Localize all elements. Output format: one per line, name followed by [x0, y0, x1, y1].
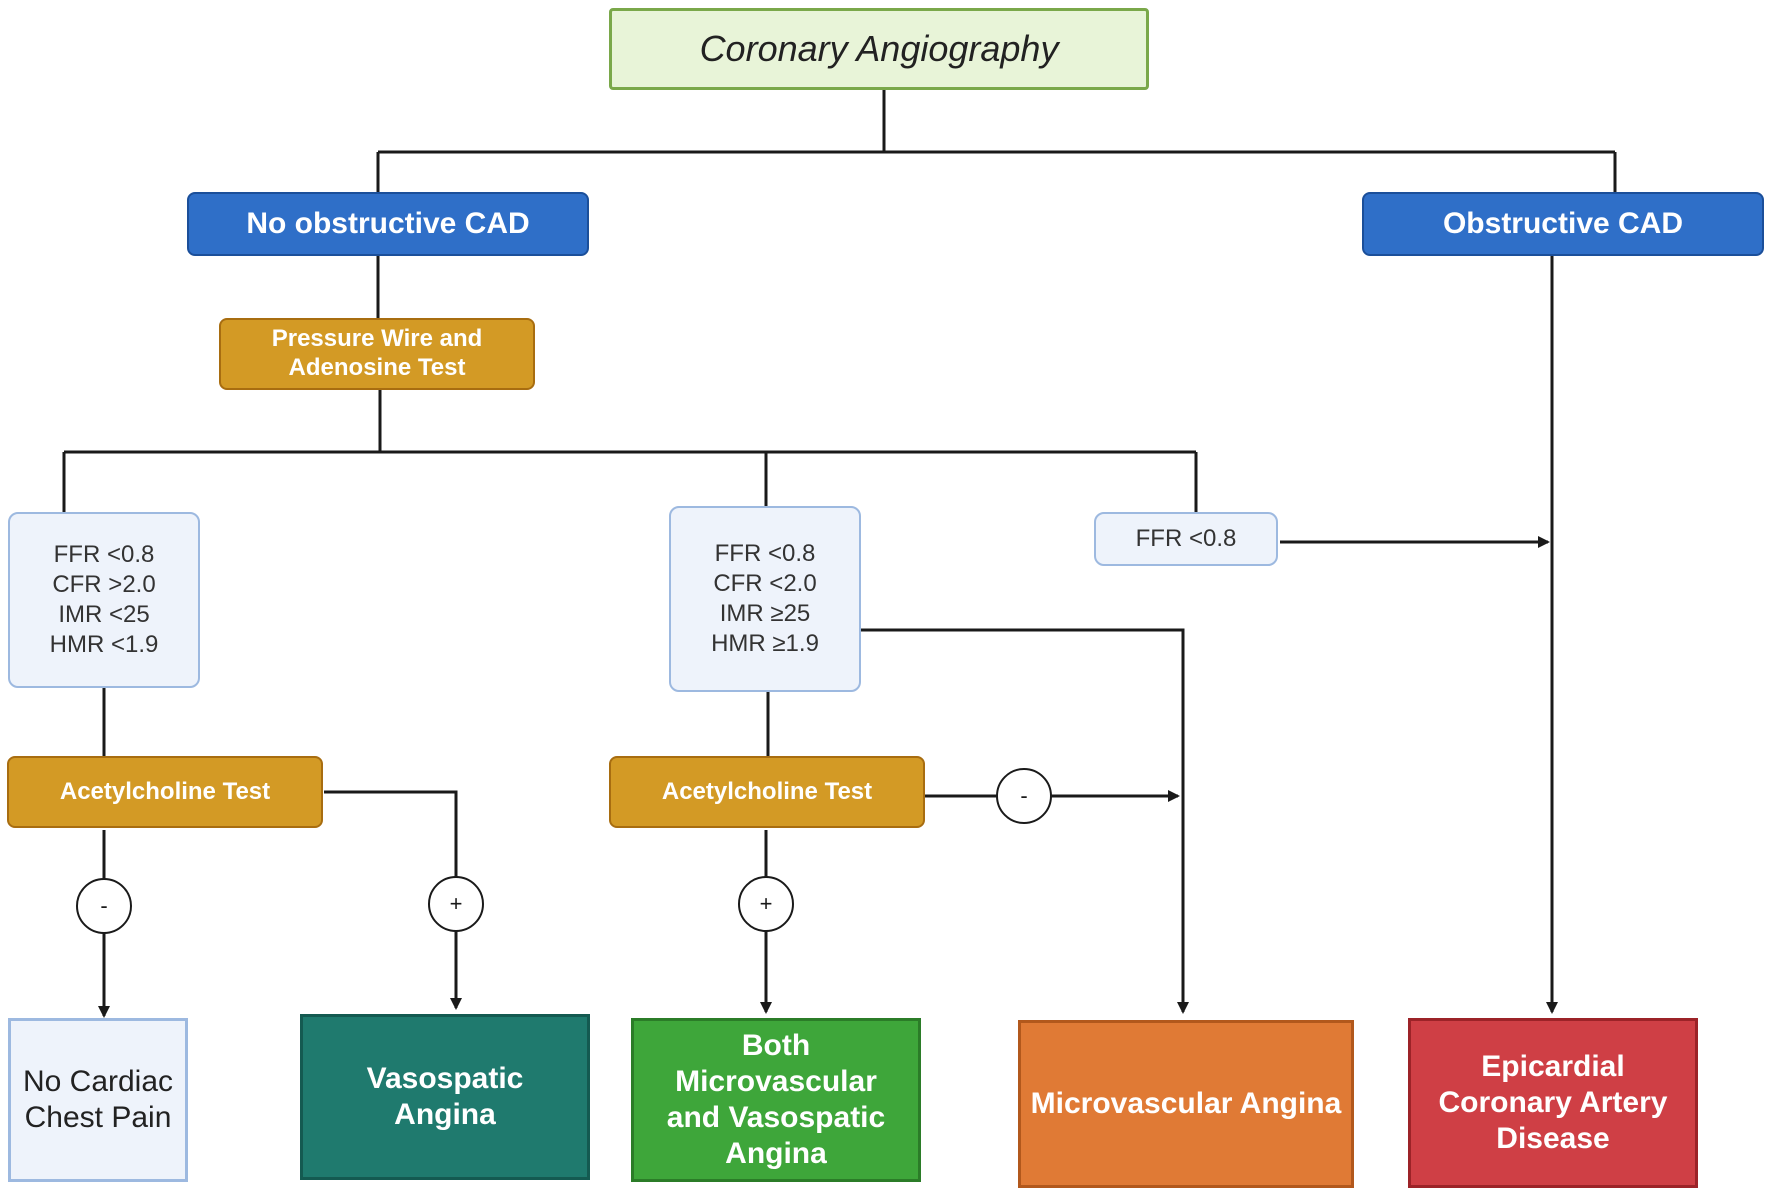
positive-sign-left: + [428, 876, 484, 932]
vasospastic-angina-label: Vasospatic Angina [366, 1062, 524, 1131]
negative-sign-mid: - [996, 768, 1052, 824]
vasospastic-angina-outcome: Vasospatic Angina [300, 1014, 590, 1180]
negative-sign-left: - [76, 878, 132, 934]
root-connector [376, 88, 1617, 192]
midcrit-to-microvascular-arrow [860, 628, 1189, 1014]
epicardial-cad-label: Epicardial Coronary Artery Disease [1438, 1050, 1668, 1155]
pressure-wire-test-label: Pressure Wire and Adenosine Test [271, 325, 483, 381]
criterion-ffr: FFR <0.8 [1135, 525, 1237, 552]
criterion-hmr: HMR <1.9 [49, 631, 159, 658]
criterion-ffr: FFR <0.8 [714, 540, 816, 567]
coronary-angiography-node: Coronary Angiography [609, 8, 1149, 90]
ach-left-positive-arrow [324, 790, 462, 1010]
microvascular-criteria-box: FFR <0.8 CFR <2.0 IMR ≥25 HMR ≥1.9 [669, 506, 861, 692]
criterion-ffr: FFR <0.8 [53, 541, 155, 568]
criterion-imr: IMR <25 [58, 601, 150, 628]
acetylcholine-test-mid-node: Acetylcholine Test [609, 756, 925, 828]
positive-sign-mid: + [738, 876, 794, 932]
acetylcholine-test-mid-label: Acetylcholine Test [661, 778, 873, 805]
root-title: Coronary Angiography [699, 28, 1059, 69]
acetylcholine-test-left-label: Acetylcholine Test [59, 778, 271, 805]
no-cardiac-chest-pain-outcome: No Cardiac Chest Pain [8, 1018, 188, 1182]
no-cardiac-chest-pain-label: No Cardiac Chest Pain [22, 1065, 174, 1134]
criterion-imr: IMR ≥25 [719, 600, 811, 627]
acetylcholine-test-left-node: Acetylcholine Test [7, 756, 323, 828]
no-obstructive-cad-node: No obstructive CAD [187, 192, 589, 256]
normal-criteria-box: FFR <0.8 CFR >2.0 IMR <25 HMR <1.9 [8, 512, 200, 688]
ffr-only-criteria-box: FFR <0.8 [1094, 512, 1278, 566]
criterion-cfr: CFR >2.0 [52, 571, 156, 598]
epicardial-cad-outcome: Epicardial Coronary Artery Disease [1408, 1018, 1698, 1188]
microvascular-angina-outcome: Microvascular Angina [1018, 1020, 1354, 1188]
no-obstructive-cad-label: No obstructive CAD [246, 207, 530, 240]
both-angina-label: Both Microvascular and Vasospatic Angina [666, 1029, 886, 1170]
obstructive-cad-label: Obstructive CAD [1442, 207, 1684, 240]
criterion-hmr: HMR ≥1.9 [711, 630, 819, 657]
both-angina-outcome: Both Microvascular and Vasospatic Angina [631, 1018, 921, 1182]
obstructive-cad-node: Obstructive CAD [1362, 192, 1764, 256]
criterion-cfr: CFR <2.0 [713, 570, 817, 597]
pressure-wire-test-node: Pressure Wire and Adenosine Test [219, 318, 535, 390]
microvascular-angina-label: Microvascular Angina [1030, 1087, 1342, 1120]
pressure-split-connector [62, 390, 1198, 512]
